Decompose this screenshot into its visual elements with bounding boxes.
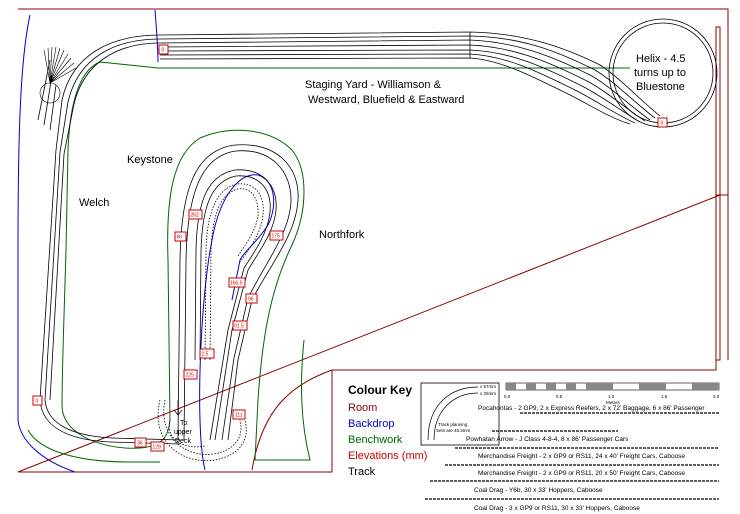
svg-text:36: 36 xyxy=(137,441,143,447)
elevation-marker: 2.5 xyxy=(199,348,215,359)
elevation-marker: 0 xyxy=(657,117,668,128)
svg-text:66: 66 xyxy=(177,235,183,241)
train-label: Merchandise Freight - 2 x GP9 or RS11, 2… xyxy=(478,470,685,477)
train-label: Powhatan Arrow - J Class 4-8-4, 8 x 86' … xyxy=(466,436,629,443)
upper-deck-label-1: To xyxy=(180,420,188,427)
helix-label-2: turns up to xyxy=(634,67,686,79)
svg-text:0.0: 0.0 xyxy=(504,394,511,399)
key-benchwork: Benchwork xyxy=(348,434,403,446)
svg-text:1.5: 1.5 xyxy=(661,394,668,399)
elevation-marker: 111 xyxy=(232,409,246,420)
elevation-marker: 175 xyxy=(269,230,284,241)
elevation-marker: 91.5 xyxy=(232,320,248,331)
svg-text:Sets are 45.3mm: Sets are 45.3mm xyxy=(436,428,471,433)
key-backdrop: Backdrop xyxy=(348,418,394,430)
scale-bar: 0.0 0.5 1.0 1.5 2.0 Metres xyxy=(504,382,720,405)
key-room: Room xyxy=(348,402,377,414)
staging-label-1: Staging Yard - Williamson & xyxy=(305,79,442,91)
svg-text:Metres: Metres xyxy=(606,400,621,405)
svg-text:262: 262 xyxy=(191,213,200,219)
staging-label-2: Westward, Bluefield & Eastward xyxy=(308,94,464,106)
train-label: Pocahontas - 2 GP9, 2 x Express Reefers,… xyxy=(478,405,705,412)
peninsula-dotted-tracks xyxy=(157,183,264,462)
svg-text:91.5: 91.5 xyxy=(234,324,244,330)
key-track: Track xyxy=(348,466,376,478)
svg-text:166.5: 166.5 xyxy=(230,281,243,287)
elevation-markers: 0 0 0 66 262 175 166.5 96 91.5 2.5 225 1… xyxy=(32,44,668,452)
elevation-marker: 166.5 xyxy=(228,277,246,288)
svg-text:111: 111 xyxy=(235,413,243,419)
elevation-marker: 66 xyxy=(174,231,187,242)
elevation-marker: 0 xyxy=(32,395,43,406)
helix-label-3: Bluestone xyxy=(636,81,685,93)
track-planning-box: x 57mm x 25mm Track planning Sets are 45… xyxy=(420,382,500,446)
svg-text:0: 0 xyxy=(661,121,664,127)
train-labels: Pocahontas - 2 GP9, 2 x Express Reefers,… xyxy=(466,405,705,512)
elevation-marker: 225 xyxy=(183,369,198,380)
svg-text:96: 96 xyxy=(248,297,254,303)
elevation-marker: 36 xyxy=(134,437,147,448)
elevation-marker: 262 xyxy=(188,209,203,220)
train-lengths xyxy=(425,412,719,500)
svg-text:Track planning: Track planning xyxy=(438,422,468,427)
location-labels: Staging Yard - Williamson & Westward, Bl… xyxy=(79,53,686,445)
svg-text:x 57mm: x 57mm xyxy=(480,384,496,389)
svg-text:2.0: 2.0 xyxy=(713,394,720,399)
svg-text:225: 225 xyxy=(186,373,195,379)
svg-text:x 25mm: x 25mm xyxy=(480,391,496,396)
welch-mainline xyxy=(37,34,181,445)
elevation-marker: 96 xyxy=(245,293,258,304)
welch-label: Welch xyxy=(79,197,109,209)
elevation-marker: 129 xyxy=(150,441,165,452)
upper-deck-label-2: upper xyxy=(174,429,193,436)
svg-text:0: 0 xyxy=(36,399,39,405)
train-label: Coal Drag - 3 x GP9 or RS11, 30 x 33' Ho… xyxy=(474,505,640,512)
train-label: Merchandise Freight - 2 x GP9 or RS11, 2… xyxy=(478,453,685,460)
upper-deck-label-3: Deck xyxy=(175,438,191,445)
colour-key: Colour Key Room Backdrop Benchwork Eleva… xyxy=(348,383,427,478)
key-elevations: Elevations (mm) xyxy=(348,450,427,462)
peninsula-tracks xyxy=(177,144,299,441)
train-label: Coal Drag - Y6b, 30 x 33' Hoppers, Caboo… xyxy=(474,487,603,494)
northfork-label: Northfork xyxy=(319,229,365,241)
svg-text:2.5: 2.5 xyxy=(202,352,209,358)
staging-yard-tracks xyxy=(159,31,661,125)
svg-text:1.0: 1.0 xyxy=(608,394,615,399)
room-walls xyxy=(17,8,729,473)
helix-label-1: Helix - 4.5 xyxy=(636,53,686,65)
colour-key-title: Colour Key xyxy=(348,383,412,397)
backdrop-lines xyxy=(17,9,275,473)
benchwork-outline xyxy=(27,61,630,463)
upper-deck-arrow-icon xyxy=(173,400,183,416)
svg-text:0.5: 0.5 xyxy=(556,394,563,399)
elevation-marker: 0 xyxy=(158,44,169,55)
svg-text:129: 129 xyxy=(153,445,162,451)
svg-text:175: 175 xyxy=(272,234,281,240)
keystone-label: Keystone xyxy=(127,154,173,166)
turntable-fan xyxy=(39,46,77,104)
svg-text:0: 0 xyxy=(162,48,165,54)
